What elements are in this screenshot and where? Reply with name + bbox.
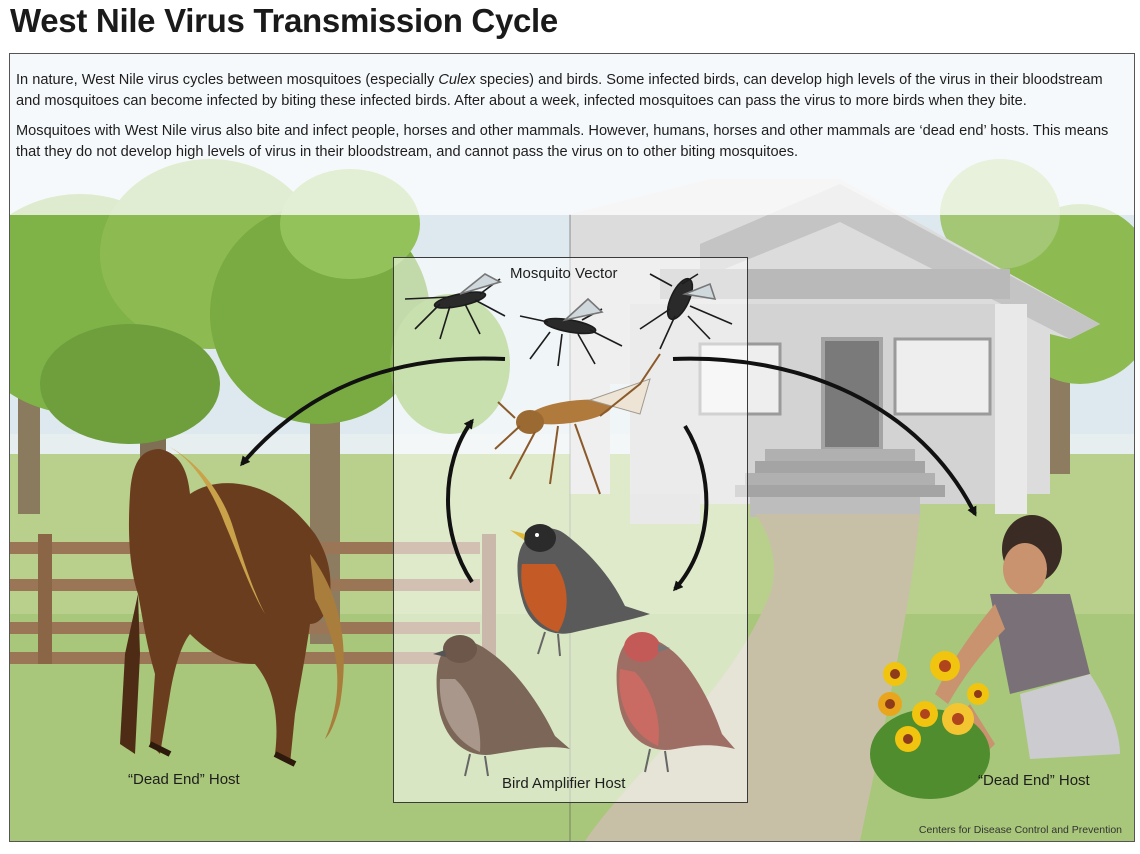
intro-paragraph-2: Mosquitoes with West Nile virus also bit… [16, 123, 1109, 160]
house-finch-bird [616, 632, 735, 773]
source-credit: Centers for Disease Control and Preventi… [918, 824, 1122, 836]
intro-paragraph-1: In nature, West Nile virus cycles betwee… [16, 72, 1103, 109]
arrow-bird-to-mosquito [446, 418, 474, 584]
label-horse-dead-end-host: “Dead End” Host [128, 771, 240, 788]
mosquito-icon [639, 273, 733, 350]
diagram-frame: In nature, West Nile virus cycles betwee… [9, 53, 1135, 842]
sparrow-bird [433, 635, 570, 777]
flowers [870, 651, 990, 799]
mosquito-icon [494, 353, 661, 495]
page-title: West Nile Virus Transmission Cycle [10, 2, 558, 39]
horse [120, 447, 344, 767]
robin-bird [510, 524, 650, 657]
mosquito-icon [404, 273, 506, 340]
cycle-illustration [240, 273, 977, 777]
label-bird-amplifier-host: Bird Amplifier Host [502, 775, 626, 792]
mosquito-icon [519, 297, 623, 367]
label-mosquito-vector: Mosquito Vector [510, 265, 618, 282]
label-human-dead-end-host: “Dead End” Host [978, 772, 1090, 789]
arrow-mosquito-to-horse [240, 356, 506, 467]
intro-text: In nature, West Nile virus cycles betwee… [10, 54, 1134, 215]
arrow-mosquito-to-human [672, 356, 977, 517]
arrow-mosquito-to-bird [673, 424, 709, 592]
